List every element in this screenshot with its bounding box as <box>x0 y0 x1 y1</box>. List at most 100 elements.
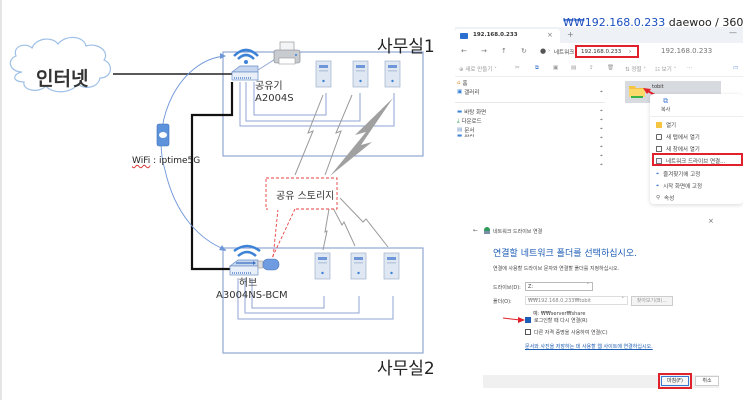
view-button[interactable]: ☷ 보기 ˅ <box>655 67 677 73</box>
menu-item-properties[interactable]: ⚲속성 <box>656 194 674 202</box>
wireless-link-lightning-icon <box>322 197 389 251</box>
pc-tower-icon <box>352 60 369 88</box>
paste-icon[interactable]: ▣ <box>553 65 559 71</box>
sidebar-item-label: 문서 <box>464 128 475 134</box>
browse-button[interactable]: 찾아보기(B)... <box>631 296 673 306</box>
share-address-link[interactable]: ₩₩192.168.0.233 <box>563 16 666 29</box>
up-button[interactable]: ↑ <box>501 47 507 55</box>
pin-icon[interactable]: ⌖ <box>600 162 603 168</box>
pin-icon[interactable]: ⌖ <box>600 108 603 114</box>
command-bar: ⊕ 새로 만들기 ˅ ✂ ⧉ ▣ ▤ ⇪ 🗑 ⇅ 정렬 ˅ ☷ 보기 ˅ ···… <box>455 63 743 77</box>
hub-name: 허브 <box>238 278 258 289</box>
reconnect-label: 로그인할 때 다시 연결(R) <box>534 318 588 324</box>
cancel-button[interactable]: 취소 <box>695 376 719 386</box>
breadcrumb-chevron: › <box>629 49 632 55</box>
storage-pointer <box>271 208 296 259</box>
breadcrumb-chevron: › <box>548 48 550 54</box>
menu-item-label: 속성 <box>664 196 675 202</box>
wrench-icon: ⚲ <box>656 195 661 201</box>
folder-open-icon <box>656 122 662 128</box>
website-connect-link[interactable]: 문서와 사진을 저장하는 데 사용할 웹 사이트에 연결하십시오. <box>525 344 653 350</box>
folder-icon <box>629 86 645 98</box>
lan-line <box>239 82 395 127</box>
gallery-icon: ▣ <box>457 89 463 95</box>
address-bar-highlight[interactable]: 192.168.0.233 › <box>575 45 639 58</box>
shared-storage-box <box>265 177 338 210</box>
red-arrow-annotation <box>503 317 525 323</box>
back-button[interactable]: ← <box>461 47 467 55</box>
reconnect-checkbox[interactable] <box>525 317 531 323</box>
new-button[interactable]: ⊕ 새로 만들기 ˅ <box>459 67 497 73</box>
pc-tower-icon <box>350 252 367 280</box>
navigation-bar: ← → ↑ ↻ ● › 네트워크 › 192.168.0.233 › 192.1… <box>455 43 743 61</box>
new-tab-button[interactable]: + <box>567 30 574 39</box>
pin-icon[interactable]: ⌖ <box>600 144 603 150</box>
dialog-footer: 마침(F) 취소 <box>483 373 719 389</box>
desktop-icon: ▬ <box>457 109 463 115</box>
delete-icon[interactable]: 🗑 <box>607 65 614 71</box>
copy-icon[interactable]: ⧉ <box>535 65 539 71</box>
pin-icon: ⌖ <box>656 182 660 189</box>
breadcrumb-chevron: › <box>570 48 572 54</box>
sort-button[interactable]: ⇅ 정렬 ˅ <box>625 67 646 73</box>
wifi-link-arc <box>160 55 227 251</box>
more-button[interactable]: ··· <box>687 65 693 71</box>
sidebar-item-gallery[interactable]: ▣갤러리 <box>457 88 479 96</box>
lan-line <box>237 278 394 320</box>
context-copy-button[interactable]: ⧉ 복사 <box>661 97 670 113</box>
chevron-down-icon: ˅ <box>586 283 590 289</box>
folder-name: tobit <box>652 84 664 90</box>
highlight-box <box>658 373 692 389</box>
rename-icon[interactable]: ▤ <box>571 65 577 71</box>
forward-button[interactable]: → <box>481 47 487 55</box>
sidebar-item-downloads[interactable]: ⤓다운로드 <box>457 117 482 126</box>
share-icon[interactable]: ⇪ <box>589 65 594 71</box>
sidebar-item-pictures[interactable]: ▬사진 <box>457 134 474 137</box>
internet-label: 인터넷 <box>36 68 89 90</box>
explorer-tab[interactable]: 192.168.0.233 × <box>455 29 560 43</box>
back-button[interactable]: ← <box>473 227 479 234</box>
details-pane-icon[interactable]: ▭ <box>733 65 739 71</box>
close-button[interactable]: × <box>708 217 714 225</box>
chevron-down-icon: ˅ <box>621 297 625 303</box>
pin-icon[interactable]: ⌖ <box>600 126 603 132</box>
pin-icon[interactable]: ⌖ <box>600 135 603 141</box>
wireless-link-lightning-icon <box>294 94 353 176</box>
other-credentials-checkbox[interactable] <box>525 329 531 335</box>
refresh-button[interactable]: ↻ <box>521 47 527 55</box>
menu-item-pin-start[interactable]: ⌖시작 화면에 고정 <box>656 182 703 191</box>
menu-item-open-new-tab[interactable]: 새 탭에서 열기 <box>656 133 700 141</box>
pin-icon[interactable]: ⌖ <box>600 117 603 123</box>
menu-item-label: 시작 화면에 고정 <box>663 184 703 190</box>
cut-icon[interactable]: ✂ <box>515 65 520 71</box>
pin-icon[interactable]: ⌖ <box>600 153 603 159</box>
sidebar-item-home[interactable]: ⌂홈 <box>457 79 468 87</box>
pin-icon[interactable]: ⌖ <box>600 89 603 95</box>
menu-item-open-new-window[interactable]: 새 창에서 열기 <box>656 145 700 153</box>
printer-icon <box>257 41 301 71</box>
storage-pointer <box>272 208 279 259</box>
dialog-heading: 연결할 네트워크 폴더를 선택하십시오. <box>493 249 637 259</box>
copy-label: 복사 <box>661 107 671 113</box>
menu-item-map-network-drive[interactable]: 네트워크 드라이브 연결... <box>656 157 725 165</box>
tab-title: 192.168.0.233 <box>473 32 518 38</box>
minimize-button[interactable]: — <box>729 28 737 37</box>
menu-item-open[interactable]: 열기 <box>656 121 676 129</box>
lan-line <box>245 82 361 122</box>
network-globe-icon <box>484 227 490 234</box>
new-tab-icon <box>656 134 662 140</box>
tab-close-button[interactable]: × <box>547 31 553 39</box>
wireless-link-lightning-icon <box>330 98 393 176</box>
menu-item-pin-quick-access[interactable]: ⌖즐겨찾기에 고정 <box>656 170 700 179</box>
search-box[interactable]: 192.168.0.233 <box>661 47 713 55</box>
drive-select[interactable]: Z: ˅ <box>525 282 593 291</box>
breadcrumb-network[interactable]: 네트워크 <box>554 50 575 56</box>
sidebar-item-desktop[interactable]: ▬바탕 화면 <box>457 108 486 116</box>
example-hint: 예: ₩₩server₩share <box>533 311 586 317</box>
callout-gap <box>268 207 294 210</box>
username: daewoo <box>668 16 712 29</box>
finish-button[interactable]: 마침(F) <box>661 376 689 386</box>
sidebar-item-documents[interactable]: ▤문서 <box>457 126 474 134</box>
router-label: 공유기 A2004S <box>255 81 294 105</box>
folder-combobox[interactable]: ₩₩192.168.0.233₩tobit ˅ <box>525 296 628 305</box>
